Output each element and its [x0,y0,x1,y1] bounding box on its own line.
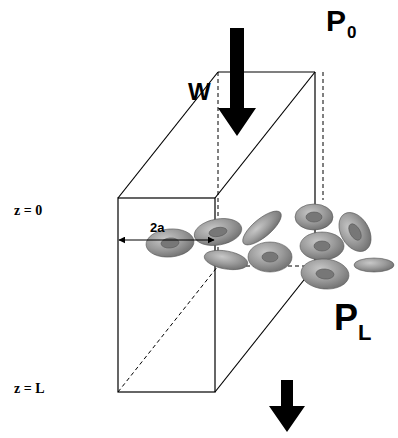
load-label: W [188,80,211,104]
position-label: z = L [14,382,45,396]
pressure-subscript: L [358,322,371,344]
width-dimension [119,240,214,241]
load-arrow [218,28,256,136]
channel-edge [118,72,315,392]
pressure-subscript: 0 [347,24,356,41]
hidden-edge [118,72,323,392]
dimension-label: 2a [150,221,164,234]
pressure-label: P [326,6,346,36]
position-label: z = 0 [14,204,42,218]
pressure-label: P [334,300,358,336]
outflow-arrow [269,380,305,432]
red-blood-cells [145,204,394,291]
